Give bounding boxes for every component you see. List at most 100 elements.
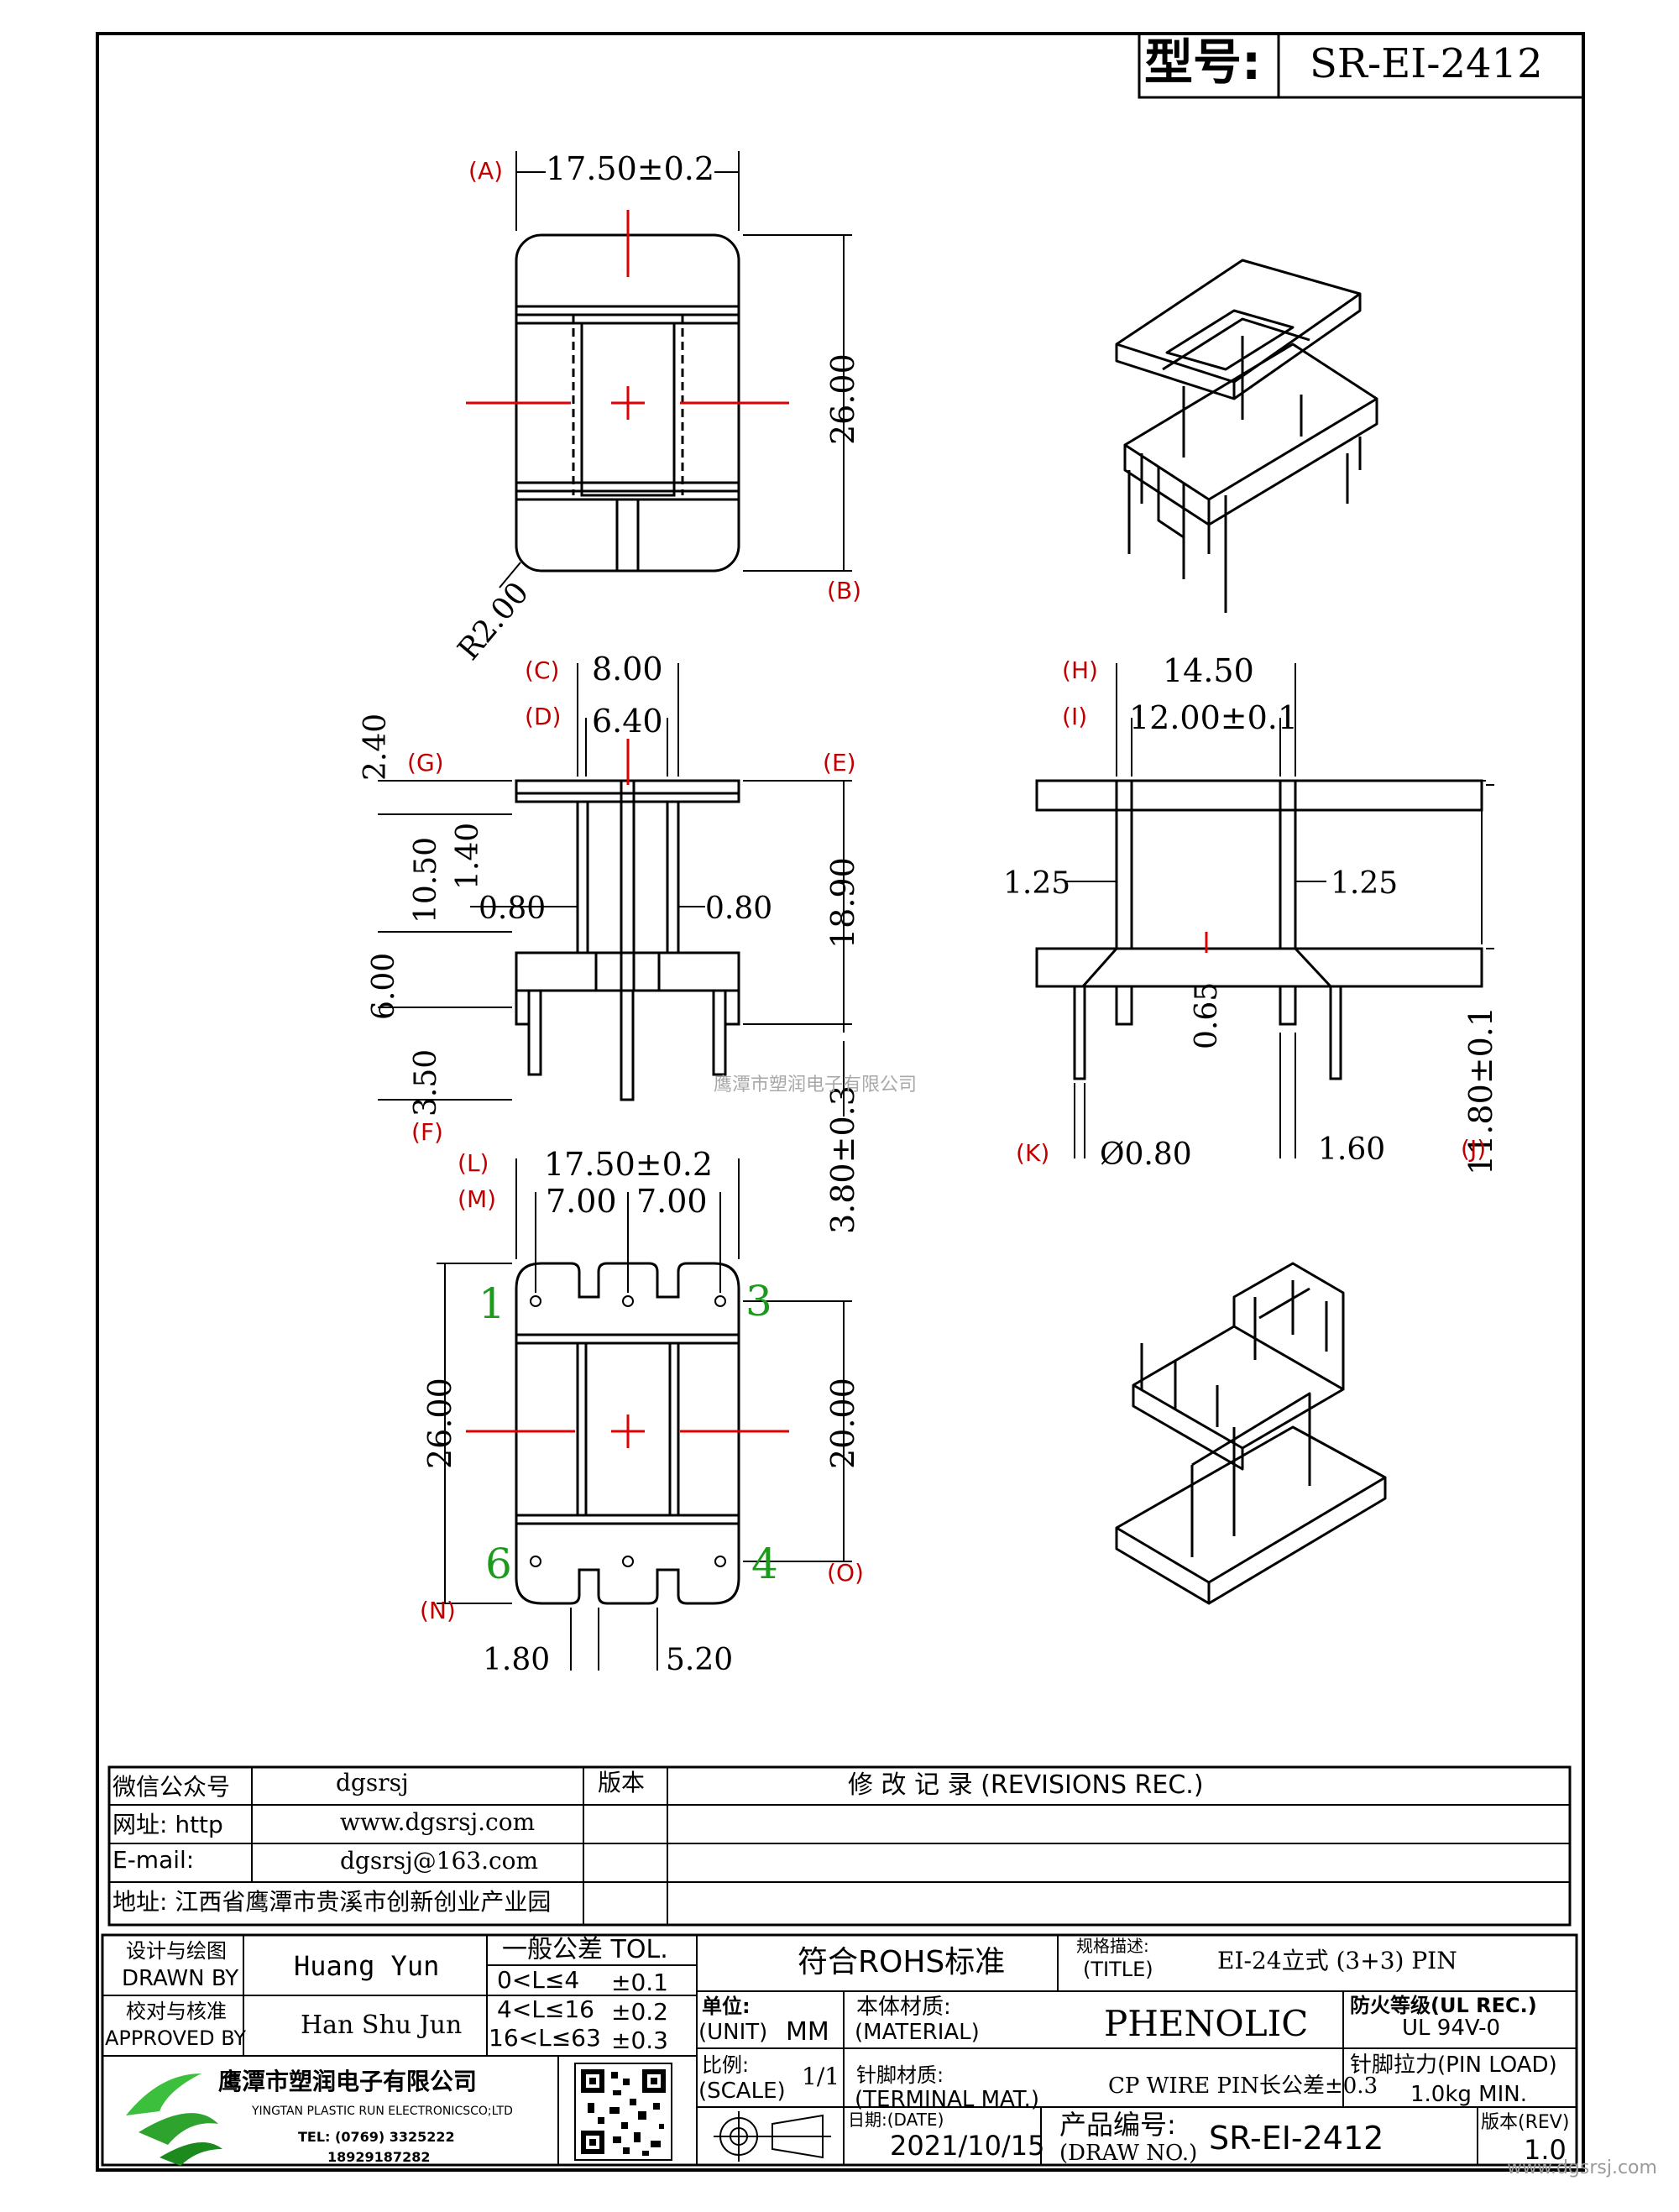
dim-front-flange-top: 2.40 xyxy=(358,713,393,781)
version-label: 版本 xyxy=(598,1769,646,1796)
scale-en: (SCALE) xyxy=(698,2079,786,2104)
ref-n: (N) xyxy=(420,1597,456,1624)
drawno-cn: 产品编号: xyxy=(1059,2109,1176,2141)
dim-bottom-slot: 5.20 xyxy=(666,1643,734,1677)
unit-cn: 单位: xyxy=(702,1995,751,2018)
tol-title: 一般公差 TOL. xyxy=(502,1935,668,1964)
email-label: E-mail: xyxy=(112,1846,195,1874)
ref-e: (E) xyxy=(823,749,856,777)
iso-view-top xyxy=(1115,259,1378,613)
dim-top-height: 26.00 xyxy=(824,353,861,445)
revisions-label: 修 改 记 录 (REVISIONS REC.) xyxy=(848,1770,1204,1800)
dim-side-wall-right: 1.25 xyxy=(1331,866,1399,901)
dim-front-pin-total: 3.80±0.3 xyxy=(824,1085,861,1234)
footer-web: www.dgsrsj.com xyxy=(1507,2157,1657,2178)
sheet-border xyxy=(96,32,1585,2172)
email-value: dgsrsj@163.com xyxy=(340,1847,539,1875)
tol-value-1: ±0.1 xyxy=(611,1969,668,1996)
ref-d: (D) xyxy=(525,703,562,730)
dim-side-gap: 0.65 xyxy=(1190,981,1224,1049)
qr-code-icon xyxy=(574,2063,672,2161)
spec-en: (TITLE) xyxy=(1083,1958,1153,1981)
drawn-en: DRAWN BY xyxy=(122,1966,239,1991)
dim-front-base: 6.00 xyxy=(367,952,401,1020)
ref-k: (K) xyxy=(1016,1139,1050,1167)
rev-value: 1.0 xyxy=(1524,2134,1567,2166)
top-view-dims xyxy=(499,151,852,588)
drawn-name: Huang Yun xyxy=(294,1950,440,1982)
pinload-cn: 针脚拉力(PIN LOAD) xyxy=(1350,2053,1557,2078)
bottom-view-dims xyxy=(437,1158,852,1671)
dim-bottom-height: 26.00 xyxy=(421,1378,458,1469)
drawno-en: (DRAW NO.) xyxy=(1059,2141,1198,2166)
dim-bottom-pitch-right: 7.00 xyxy=(636,1183,708,1220)
bottom-view xyxy=(515,1262,740,1605)
dim-front-flange-inner: 1.40 xyxy=(451,822,485,890)
spec-value: EI-24立式 (3+3) PIN xyxy=(1217,1947,1457,1974)
dim-front-wall-right: 0.80 xyxy=(705,892,773,926)
bottom-view-pins xyxy=(530,1295,726,1567)
dim-front-pin-len: 3.50 xyxy=(409,1048,443,1116)
material-en: (MATERIAL) xyxy=(855,2020,980,2045)
pin-label-1: 1 xyxy=(479,1279,505,1328)
dim-side-outer: 14.50 xyxy=(1163,652,1254,689)
approved-en: APPROVED BY xyxy=(105,2026,247,2050)
side-view-dims xyxy=(1066,663,1494,1158)
company-cn: 鹰潭市塑润电子有限公司 xyxy=(218,2068,478,2095)
wechat-label: 微信公众号 xyxy=(112,1773,231,1801)
projection-symbol-icon xyxy=(714,2111,831,2162)
ref-i: (I) xyxy=(1062,703,1088,730)
ref-l: (L) xyxy=(458,1149,489,1177)
approved-name: Han Shu Jun xyxy=(301,2011,463,2040)
dim-bottom-row-span: 20.00 xyxy=(824,1378,861,1469)
ref-b: (B) xyxy=(827,577,862,604)
unit-en: (UNIT) xyxy=(698,2020,768,2045)
iso-view-bottom xyxy=(1115,1262,1387,1605)
dim-side-inner: 12.00±0.1 xyxy=(1129,699,1299,736)
company-mobile: 18929187282 xyxy=(327,2149,431,2165)
rev-label: 版本(REV) xyxy=(1481,2112,1570,2133)
front-view-dims xyxy=(378,663,852,1116)
ref-o: (O) xyxy=(827,1559,864,1587)
pin-label-3: 3 xyxy=(745,1277,772,1326)
spec-cn: 规格描述: xyxy=(1076,1936,1149,1956)
info-table-lines xyxy=(107,1765,1572,1927)
ref-g: (G) xyxy=(407,749,444,777)
dim-side-wall-left: 1.25 xyxy=(1003,866,1071,901)
date-value: 2021/10/15 xyxy=(890,2130,1045,2162)
unit-value: MM xyxy=(786,2017,829,2047)
drawn-cn: 设计与绘图 xyxy=(126,1939,227,1963)
company-logo-icon xyxy=(126,2073,222,2166)
tol-value-3: ±0.3 xyxy=(611,2026,668,2054)
model-label: 型号: xyxy=(1144,34,1262,91)
dim-bottom-edge: 1.80 xyxy=(483,1643,551,1677)
web-value: www.dgsrsj.com xyxy=(340,1808,536,1836)
dim-bottom-pitch-left: 7.00 xyxy=(546,1183,617,1220)
scale-cn: 比例: xyxy=(702,2053,750,2077)
rohs: 符合ROHS标准 xyxy=(798,1945,1006,1979)
ref-a: (A) xyxy=(468,157,504,185)
pinload-value: 1.0kg MIN. xyxy=(1410,2082,1527,2107)
model-value: SR-EI-2412 xyxy=(1310,40,1543,87)
watermark: 鹰潭市塑润电子有限公司 xyxy=(714,1075,918,1096)
terminal-value: CP WIRE PIN长公差±0.3 xyxy=(1108,2073,1378,2099)
scale-value: 1/1 xyxy=(802,2063,840,2090)
ref-f: (F) xyxy=(411,1118,443,1146)
ref-j: (J) xyxy=(1461,1135,1487,1163)
dim-front-outer: 8.00 xyxy=(592,651,663,688)
terminal-cn: 针脚材质: xyxy=(856,2063,944,2087)
date-label: 日期:(DATE) xyxy=(848,2110,944,2130)
tol-range-3: 16<L≤63 xyxy=(489,2024,601,2052)
pin-label-4: 4 xyxy=(751,1540,778,1588)
dim-bottom-width: 17.50±0.2 xyxy=(544,1146,714,1183)
material-cn: 本体材质: xyxy=(856,1995,951,2020)
fire-value: UL 94V-0 xyxy=(1402,2016,1501,2041)
terminal-en: (TERMINAL MAT.) xyxy=(855,2087,1040,2112)
tol-range-1: 0<L≤4 xyxy=(497,1966,580,1994)
title-block-lines xyxy=(101,1933,1578,2167)
dim-side-pin-dia: Ø0.80 xyxy=(1100,1137,1192,1172)
web-label: 网址: http xyxy=(112,1811,223,1838)
material-value: PHENOLIC xyxy=(1104,2003,1309,2044)
drawno-value: SR-EI-2412 xyxy=(1209,2120,1384,2157)
